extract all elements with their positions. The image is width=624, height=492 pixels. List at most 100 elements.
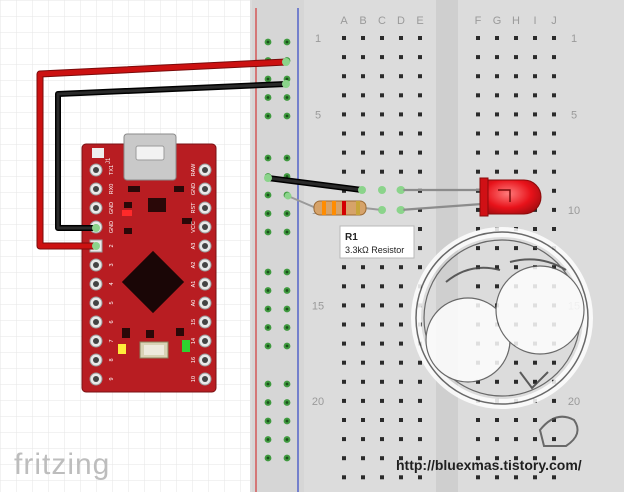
hole: [361, 360, 365, 365]
hole: [361, 379, 365, 384]
smd-component-5: [124, 228, 132, 234]
rail-hole-center: [266, 114, 270, 118]
header-pin-hole: [202, 338, 208, 344]
hole: [342, 398, 346, 403]
hole: [476, 437, 480, 442]
pin-label: 3: [109, 263, 115, 266]
hole: [476, 284, 480, 289]
hole: [380, 360, 384, 365]
hole: [361, 303, 365, 308]
rail-hole-center: [285, 438, 289, 441]
header-pin-hole: [202, 262, 208, 268]
smd-component-3: [124, 202, 132, 208]
header-pin-hole: [93, 376, 99, 382]
hole: [418, 246, 422, 251]
rail-hole-center: [285, 270, 289, 274]
pin-label: GND: [191, 183, 197, 195]
hole: [399, 475, 403, 480]
hole: [361, 418, 365, 422]
black-wire-led-highlight: [266, 176, 364, 192]
led[interactable]: [396, 177, 542, 217]
header-pin-hole: [93, 357, 99, 363]
header-pin-hole: [93, 186, 99, 192]
hole: [533, 475, 537, 480]
wire-end-pin2: [92, 242, 100, 250]
column-label: D: [397, 15, 405, 27]
header-pin-hole: [202, 300, 208, 306]
pin-label: 4: [109, 282, 115, 285]
reset-pad: [92, 148, 104, 158]
hole: [342, 55, 346, 60]
resistor-r1[interactable]: [284, 192, 386, 216]
hole: [361, 169, 365, 174]
small-chip: [148, 198, 166, 212]
crystal-inner: [144, 345, 164, 355]
hole: [476, 112, 480, 117]
hole: [380, 398, 384, 403]
hole: [418, 360, 422, 365]
hole: [361, 437, 365, 442]
hole: [361, 150, 365, 155]
hole: [399, 418, 403, 422]
hole: [342, 169, 346, 174]
header-pin-hole: [202, 376, 208, 382]
hole: [533, 227, 537, 231]
watermark-url: http://bluexmas.tistory.com/: [396, 457, 582, 473]
hole: [495, 475, 499, 480]
band-2: [332, 201, 336, 215]
rail-hole-center: [266, 307, 270, 311]
hole: [476, 475, 480, 480]
hole: [514, 360, 518, 365]
hole: [476, 227, 480, 231]
hole: [380, 284, 384, 289]
hole: [418, 227, 422, 231]
hole: [533, 169, 537, 174]
hole: [380, 112, 384, 117]
header-pin-hole: [93, 167, 99, 173]
rail-hole-center: [285, 289, 289, 292]
rail-hole-center: [266, 230, 270, 234]
hole: [495, 150, 499, 155]
hole: [361, 341, 365, 346]
hole: [495, 284, 499, 289]
column-label: A: [340, 15, 348, 27]
hole: [533, 93, 537, 98]
pin-label: 5: [109, 301, 115, 304]
header-pin-hole: [202, 319, 208, 325]
hole: [399, 36, 403, 40]
hole: [399, 303, 403, 308]
hole: [399, 93, 403, 98]
smd-component-4: [182, 218, 192, 224]
tooltip-title: R1: [345, 232, 358, 243]
hole: [342, 456, 346, 461]
rail-hole-center: [266, 344, 270, 348]
column-label: C: [378, 15, 386, 27]
smd-component-1: [128, 186, 140, 192]
hole: [418, 55, 422, 60]
header-pin-hole: [202, 186, 208, 192]
hole: [552, 475, 556, 480]
hole: [399, 284, 403, 289]
hole: [514, 36, 518, 40]
hole: [418, 74, 422, 79]
hole: [552, 188, 556, 193]
hole: [380, 169, 384, 174]
hole: [514, 379, 518, 384]
hole: [399, 341, 403, 346]
hole: [514, 265, 518, 270]
logo-circle-right: [495, 265, 585, 355]
hole: [380, 303, 384, 308]
hole: [380, 150, 384, 155]
hole: [399, 169, 403, 174]
hole: [495, 112, 499, 117]
hole: [552, 418, 556, 422]
rail-hole-center: [266, 156, 270, 160]
pin-label: 7: [109, 339, 115, 342]
hole: [533, 112, 537, 117]
hole: [399, 112, 403, 117]
rail-hole-center: [285, 419, 289, 423]
hole: [552, 207, 556, 212]
pin-label: A3: [191, 243, 197, 250]
